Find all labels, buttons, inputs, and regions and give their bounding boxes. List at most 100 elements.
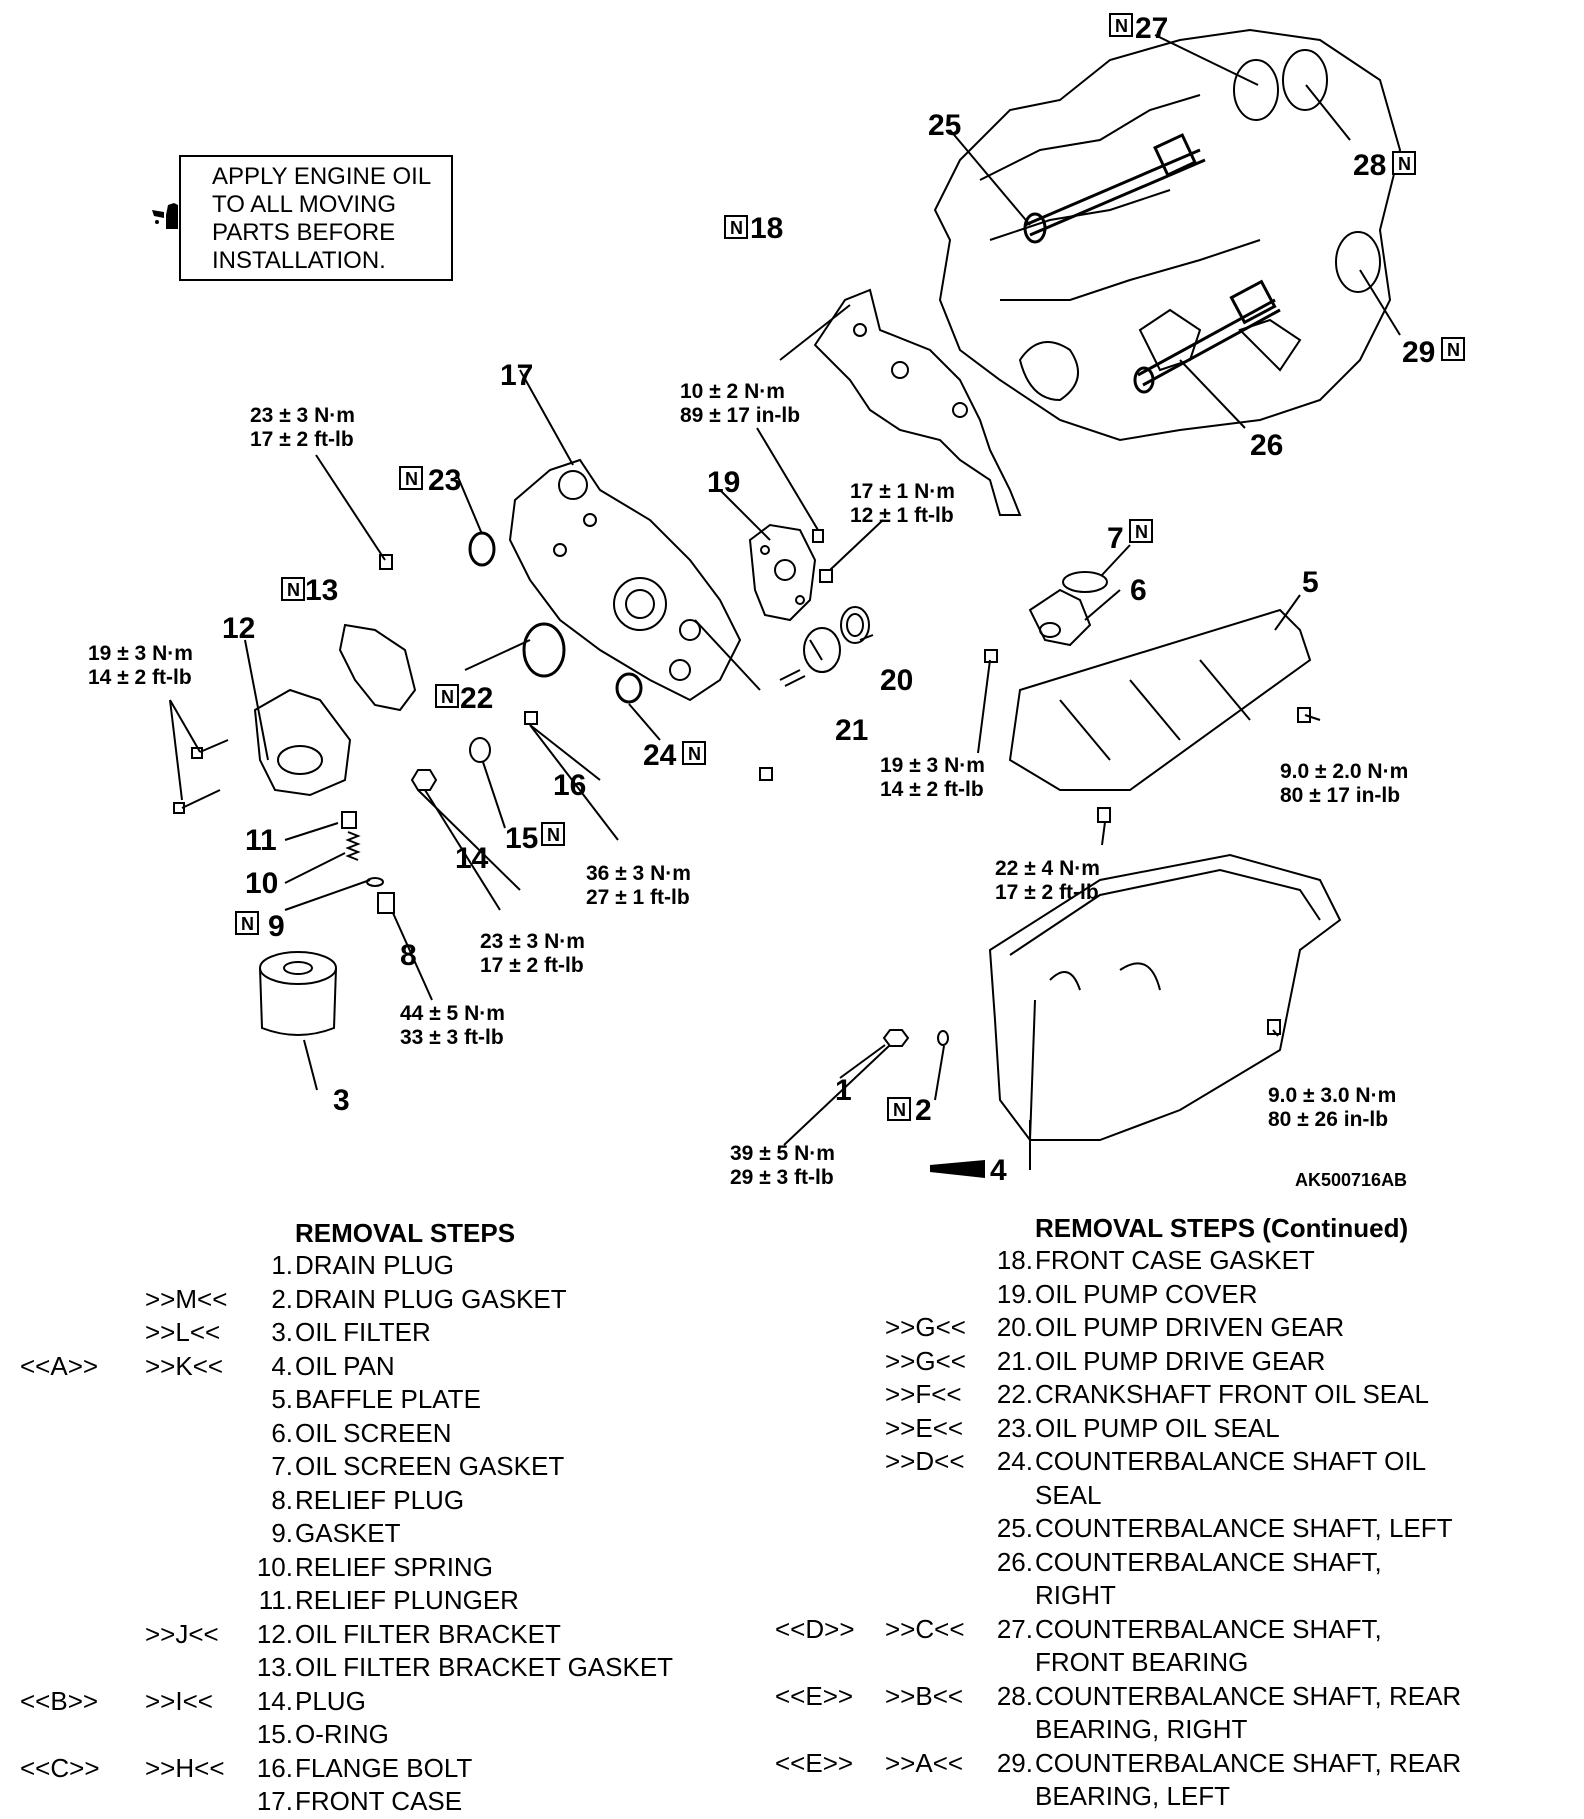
removal-note [20,1249,145,1283]
removal-note [775,1378,885,1412]
svg-text:29 ± 3 ft-lb: 29 ± 3 ft-lb [730,1166,834,1189]
removal-note [775,1244,885,1278]
svg-text:1: 1 [835,1074,852,1107]
installation-note [145,1383,253,1417]
svg-text:10 ± 2 N·m: 10 ± 2 N·m [680,380,785,403]
step-number: 29. [996,1747,1033,1778]
installation-note [145,1718,253,1752]
step-number: 21. [996,1345,1033,1376]
engine-block-illustration [933,28,1402,442]
drain-plug-gasket [937,1030,949,1046]
step-number: 2. [271,1283,293,1314]
svg-text:N: N [730,218,743,238]
oil-screen-gasket [1062,571,1108,593]
step-row: >>G<<20.OIL PUMP DRIVEN GEAR [775,1311,1555,1345]
svg-text:3: 3 [333,1084,350,1117]
removal-note [20,1450,145,1484]
svg-text:12 ± 1 ft-lb: 12 ± 1 ft-lb [850,504,954,527]
installation-note: >>B<< [885,1680,964,1711]
step-label: COUNTERBALANCE SHAFT, RIGHT [1035,1546,1382,1611]
removal-steps-list: REMOVAL STEPS 1.DRAIN PLUG>>M<<2.DRAIN P… [20,1217,740,1819]
torque-spec-7: 36 ± 3 N·m27 ± 1 ft-lb [586,862,691,909]
callout-25: 25 [928,109,961,142]
svg-text:17: 17 [500,359,533,392]
callout-6: 6 [1130,574,1147,607]
installation-note [145,1484,253,1518]
exploded-parts-diagram: APPLY ENGINE OIL TO ALL MOVING PARTS BEF… [88,12,1465,1190]
step-row: <<E>>>>A<<29.COUNTERBALANCE SHAFT, REAR … [775,1747,1555,1814]
svg-text:44 ± 5 N·m: 44 ± 5 N·m [400,1002,505,1025]
svg-text:14 ± 2 ft-lb: 14 ± 2 ft-lb [880,778,984,801]
svg-text:18: 18 [750,212,783,245]
step-label: OIL FILTER BRACKET GASKET [295,1652,674,1682]
removal-note [775,1512,885,1546]
svg-text:9.0 ± 2.0 N·m: 9.0 ± 2.0 N·m [1280,760,1408,783]
step-number: 14. [256,1685,293,1716]
svg-text:16: 16 [553,769,586,802]
svg-text:7: 7 [1107,522,1124,555]
plug [410,769,438,791]
removal-note [775,1546,885,1613]
removal-note: <<E>> [775,1680,854,1711]
step-label: RELIEF SPRING [295,1551,493,1582]
oil-can-icon [152,203,178,229]
installation-note: >>H<< [145,1752,225,1783]
installation-note [885,1546,993,1613]
step-row: 7.OIL SCREEN GASKET [20,1450,740,1484]
step-number: 9. [271,1518,293,1548]
svg-text:19 ± 3 N·m: 19 ± 3 N·m [88,642,193,665]
step-label: OIL PUMP COVER [1035,1278,1258,1309]
svg-text:10: 10 [245,867,278,900]
oil-note-line-1: APPLY ENGINE OIL [212,163,431,190]
svg-text:17 ± 1 N·m: 17 ± 1 N·m [850,480,955,503]
step-number: 10. [256,1551,293,1582]
step-number: 17. [256,1786,293,1816]
installation-note [145,1551,253,1585]
callout-1: 1 [835,1074,852,1107]
step-number: 4. [271,1350,293,1381]
svg-text:13: 13 [305,574,338,607]
svg-text:8: 8 [400,939,417,972]
step-label: COUNTERBALANCE SHAFT OIL SEAL [1035,1446,1426,1510]
installation-note [145,1651,253,1685]
installation-note: >>I<< [145,1685,213,1716]
step-label: COUNTERBALANCE SHAFT, FRONT BEARING [1035,1613,1382,1678]
removal-steps-continued-title: REMOVAL STEPS (Continued) [1035,1213,1409,1243]
step-number: 26. [996,1546,1033,1577]
oil-note-line-2: TO ALL MOVING [212,191,396,218]
step-row: <<B>>>>I<<14.PLUG [20,1685,740,1719]
svg-text:80 ± 26 in-lb: 80 ± 26 in-lb [1268,1108,1388,1131]
svg-text:17 ± 2 ft-lb: 17 ± 2 ft-lb [995,881,1099,904]
torque-spec-4: 19 ± 3 N·m14 ± 2 ft-lb [88,642,193,689]
relief-parts [341,811,395,914]
torque-spec-6: 9.0 ± 2.0 N·m80 ± 17 in-lb [1280,760,1408,807]
o-ring [469,737,491,763]
installation-note: >>C<< [885,1613,965,1644]
svg-text:N: N [688,744,701,764]
step-label: RELIEF PLUG [295,1484,465,1515]
step-label: DRAIN PLUG [295,1250,454,1280]
callout-16: 16 [553,769,586,802]
oil-note-line-3: PARTS BEFORE [212,219,395,246]
step-row: >>F<<22.CRANKSHAFT FRONT OIL SEAL [775,1378,1555,1412]
torque-spec-9: 23 ± 3 N·m17 ± 2 ft-lb [480,930,585,977]
svg-text:4: 4 [990,1154,1007,1187]
svg-text:17 ± 2 ft-lb: 17 ± 2 ft-lb [480,954,584,977]
svg-text:22: 22 [460,682,493,715]
svg-text:27 ± 1 ft-lb: 27 ± 1 ft-lb [586,886,690,909]
installation-note [885,1244,993,1278]
removal-note [20,1517,145,1551]
drain-plug [882,1029,910,1047]
installation-note [145,1417,253,1451]
removal-note [20,1283,145,1317]
step-number: 13. [256,1652,293,1682]
callout-10: 10 [245,867,278,900]
step-row: 18.FRONT CASE GASKET [775,1244,1555,1278]
removal-steps-rows: 1.DRAIN PLUG>>M<<2.DRAIN PLUG GASKET>>L<… [20,1249,740,1819]
callout-8: 8 [400,939,417,972]
removal-note [20,1584,145,1618]
oil-note-line-4: INSTALLATION. [212,247,386,274]
step-number: 22. [996,1379,1033,1409]
